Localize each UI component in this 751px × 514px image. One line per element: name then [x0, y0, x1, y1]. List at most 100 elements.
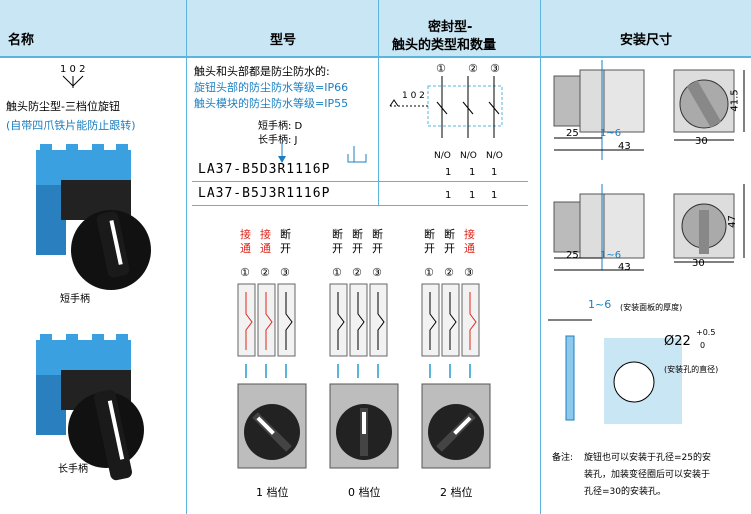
model-row-2-code: LA37-B5J3R1116P: [198, 186, 331, 201]
contact-state-label: 通: [260, 242, 271, 255]
dim-25-top: 25: [566, 128, 579, 139]
svg-text:N/O: N/O: [460, 151, 477, 161]
remark-text-2: 装孔，加装变径圈后可以安装于: [584, 470, 711, 480]
dim-25-bottom: 25: [566, 250, 579, 261]
product-title: 触头防尘型-三档位旋钮: [6, 100, 120, 113]
note-title: 触头和头部都是防尘防水的:: [194, 65, 330, 78]
contact-state-label: 接: [260, 228, 271, 241]
contact-block: [461, 283, 480, 357]
dim-1-6-bottom: 1~6: [600, 250, 622, 261]
contact-number: ②: [260, 266, 270, 279]
dimension-drawings: [553, 60, 745, 271]
contact-symbol: [377, 292, 385, 350]
note-line2: 触头模块的防尘防水等级=IP55: [194, 97, 349, 110]
position-caption: 1 档位: [256, 485, 289, 499]
note-line1: 旋钮头部的防尘防水等级=IP66: [194, 81, 349, 94]
svg-text:②: ②: [468, 62, 478, 75]
panel-thickness-value: 1~6: [588, 298, 612, 311]
row-divider: [192, 205, 528, 206]
dim-30-top: 30: [695, 136, 708, 147]
model-row-1-c2: 1: [469, 167, 476, 178]
contact-number: ③: [372, 266, 382, 279]
contact-state-label: 通: [240, 242, 251, 255]
contact-block: [421, 283, 440, 357]
dim-1-6-top: 1~6: [600, 128, 622, 139]
dim-41-5: 41.5: [729, 89, 741, 112]
product-subtitle: (自带四爪铁片能防止跟转): [6, 119, 136, 132]
header-seal-line1: 密封型-: [428, 20, 473, 35]
header-dims: 安装尺寸: [620, 33, 673, 48]
position-caption: 2 档位: [440, 485, 473, 499]
column-divider: [378, 0, 379, 206]
panel-thickness-note: (安装面板的厚度): [620, 303, 683, 312]
contact-number: ①: [332, 266, 342, 279]
contact-block: [441, 283, 460, 357]
contact-symbol: [265, 292, 273, 350]
contact-state-label: 开: [352, 242, 363, 255]
contact-state-label: 接: [240, 228, 251, 241]
header-seal-line2: 触头的类型和数量: [392, 38, 497, 53]
svg-text:1 0 2: 1 0 2: [402, 91, 425, 101]
panel-cutout-drawing: [548, 319, 682, 424]
model-row-2-c2: 1: [469, 190, 476, 201]
contact-symbol: [429, 292, 437, 350]
dim-43-top: 43: [618, 141, 631, 152]
contact-state-label: 断: [372, 227, 383, 241]
contact-block: [349, 283, 368, 357]
contact-symbol: [469, 292, 477, 350]
contact-number: ③: [280, 266, 290, 279]
knob-indicator: [453, 416, 472, 435]
contact-symbol: [449, 292, 457, 350]
hole-diameter: Ø22: [664, 334, 691, 349]
contact-state-label: 开: [332, 242, 343, 255]
model-row-2-c1: 1: [445, 190, 452, 201]
knob-indicator: [256, 416, 275, 435]
contact-number: ①: [240, 266, 250, 279]
contact-symbol: [357, 292, 365, 350]
short-handle-image: [36, 144, 151, 290]
hole-note: (安装孔的直径): [664, 365, 719, 374]
row-divider: [192, 181, 528, 182]
contact-schematic: ① ② ③ 1 0 2 N/O N/O N/O: [389, 62, 503, 161]
hole-tol-zero: 0: [700, 341, 706, 350]
svg-text:N/O: N/O: [434, 151, 451, 161]
short-handle-code: 短手柄: D: [258, 121, 303, 132]
header-name: 名称: [8, 33, 35, 48]
header-model: 型号: [270, 33, 297, 48]
contact-state-label: 接: [464, 228, 475, 241]
contact-state-label: 断: [352, 227, 363, 241]
contact-symbol: [285, 292, 293, 350]
contact-state-label: 断: [424, 227, 435, 241]
remark-text-3: 孔径=30的安装孔。: [584, 487, 666, 497]
contact-block: [329, 283, 348, 357]
remark-label: 备注:: [552, 453, 574, 463]
svg-text:③: ③: [490, 62, 500, 75]
dim-47: 47: [726, 215, 738, 228]
model-row-1-c1: 1: [445, 167, 452, 178]
contact-block: [257, 283, 276, 357]
remark-text-1: 旋钮也可以安装于孔径=25的安: [584, 453, 711, 463]
knob-indicator: [362, 412, 366, 434]
svg-text:N/O: N/O: [486, 151, 503, 161]
long-handle-label: 长手柄: [58, 464, 88, 475]
contact-state-label: 开: [444, 242, 455, 255]
contact-block: [369, 283, 388, 357]
contact-block: [277, 283, 296, 357]
table-header: [0, 0, 751, 58]
contact-state-label: 开: [280, 242, 291, 255]
contact-number: ①: [424, 266, 434, 279]
dim-30-bottom: 30: [692, 258, 705, 269]
short-handle-label: 短手柄: [60, 294, 90, 305]
svg-text:①: ①: [436, 62, 446, 75]
contact-number: ②: [352, 266, 362, 279]
position-caption: 0 档位: [348, 485, 381, 499]
contact-symbol: [245, 292, 253, 350]
position-arrows: [62, 75, 84, 88]
contact-state-label: 开: [372, 242, 383, 255]
contact-state-label: 断: [332, 227, 343, 241]
contact-state-label: 开: [424, 242, 435, 255]
